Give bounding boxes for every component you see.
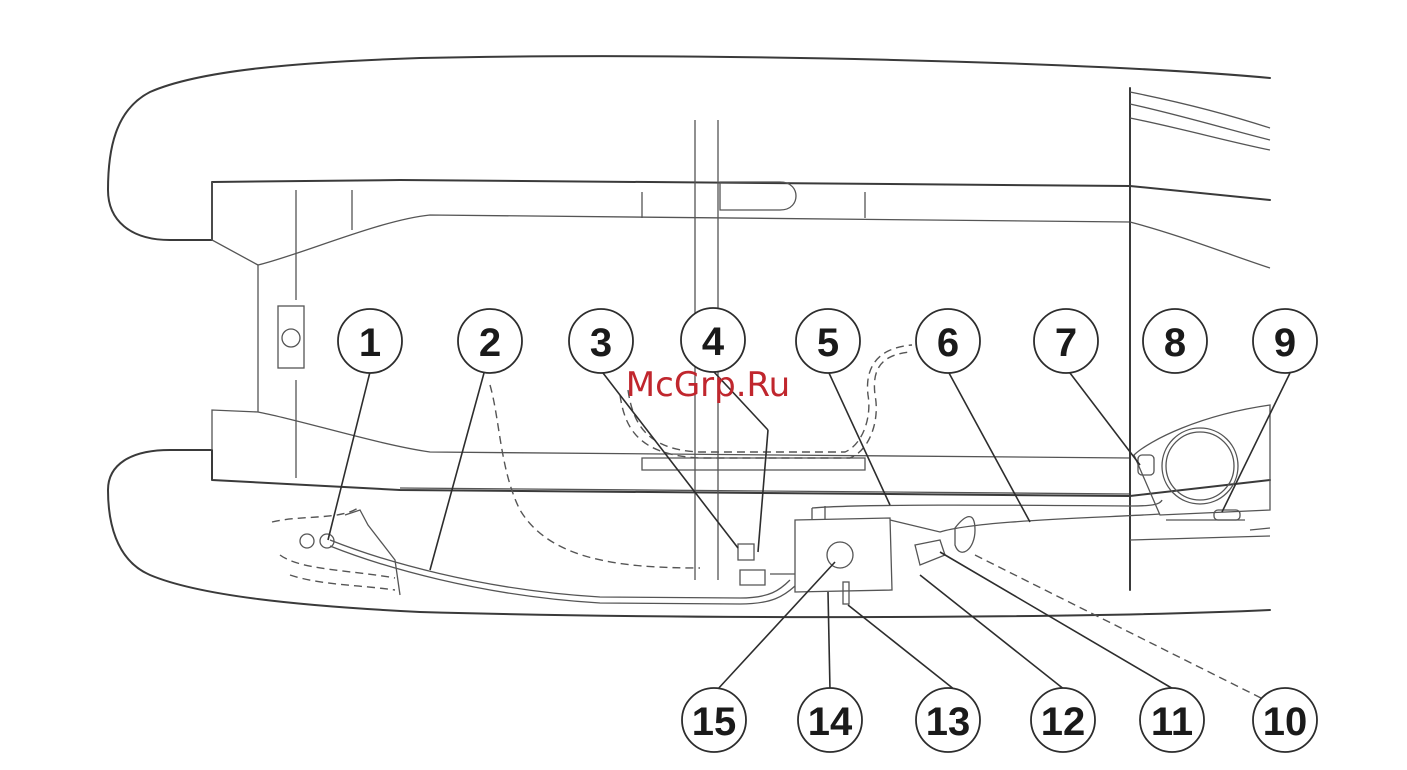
callout-11-label: 11	[1151, 700, 1193, 744]
callout-3-label: 3	[590, 321, 612, 365]
callout-13: 13	[916, 688, 980, 752]
callout-8: 8	[1143, 309, 1207, 373]
callout-5-label: 5	[817, 321, 839, 365]
callout-10: 10	[1253, 688, 1317, 752]
callouts: 1 2 3 4 5 6 7 8	[338, 308, 1317, 752]
leader-lines	[328, 372, 1290, 690]
callout-9-label: 9	[1274, 321, 1296, 365]
callout-10-label: 10	[1263, 700, 1308, 744]
callout-7-label: 7	[1055, 321, 1077, 365]
callout-2: 2	[458, 309, 522, 373]
callout-1: 1	[338, 309, 402, 373]
callout-14-label: 14	[808, 700, 853, 744]
fuel-tank	[1134, 405, 1270, 520]
callout-4: 4	[681, 308, 745, 372]
callout-8-label: 8	[1164, 321, 1186, 365]
fuel-lines	[330, 500, 1162, 604]
watermark-text: McGrp.Ru	[626, 365, 790, 405]
dashed-routes	[490, 345, 1265, 700]
callout-11: 11	[1140, 688, 1204, 752]
callout-5: 5	[796, 309, 860, 373]
callout-6-label: 6	[937, 321, 959, 365]
callout-13-label: 13	[926, 700, 971, 744]
callout-15: 15	[682, 688, 746, 752]
callout-1-label: 1	[359, 321, 381, 365]
callout-14: 14	[798, 688, 862, 752]
callout-7: 7	[1034, 309, 1098, 373]
drain-plug	[278, 306, 304, 368]
callout-12: 12	[1031, 688, 1095, 752]
callout-6: 6	[916, 309, 980, 373]
callout-4-label: 4	[702, 320, 725, 364]
callout-2-label: 2	[479, 321, 501, 365]
callout-9: 9	[1253, 309, 1317, 373]
callout-12-label: 12	[1041, 700, 1086, 744]
callout-15-label: 15	[692, 700, 737, 744]
callout-3: 3	[569, 309, 633, 373]
bow-connector	[272, 508, 400, 595]
